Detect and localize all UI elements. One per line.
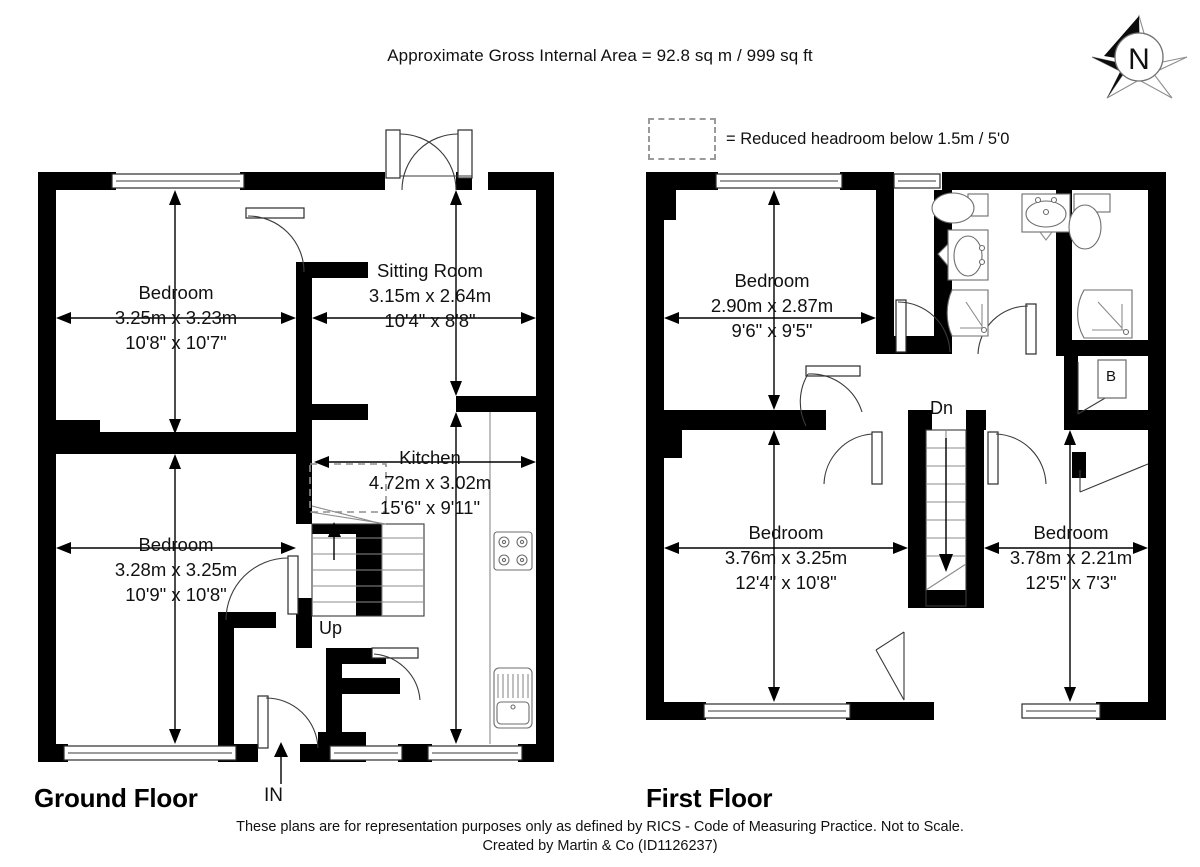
door-ground-entrance — [257, 695, 319, 749]
room-metric: 3.78m x 2.21m — [1009, 547, 1133, 568]
window-first-bath-top — [893, 173, 941, 189]
reduced-headroom-swatch-icon — [648, 118, 716, 160]
room-name: Bedroom — [1033, 522, 1109, 543]
footer-disclaimer: These plans are for representation purpo… — [236, 819, 964, 835]
window-first-bed1-top — [715, 173, 843, 189]
room-label-first-bedroom-3: Bedroom 3.78m x 2.21m 12'5" x 7'3" — [978, 520, 1164, 595]
window-ground-bed2-bottom — [63, 745, 237, 761]
footer: These plans are for representation purpo… — [0, 818, 1200, 856]
door-first-airing — [1079, 463, 1149, 493]
door-first-bathroom-left — [895, 299, 951, 353]
window-first-bed3-bottom — [1021, 703, 1101, 719]
door-ground-sitting-patio — [385, 129, 473, 191]
legend-label: = Reduced headroom below 1.5m / 5'0 — [726, 129, 1010, 148]
dimension-arrows-first — [664, 190, 1148, 702]
window-first-bed2-bottom — [703, 703, 851, 719]
kitchen-sink-icon — [493, 667, 533, 729]
room-name: Bedroom — [138, 534, 214, 555]
legend: = Reduced headroom below 1.5m / 5'0 — [648, 118, 1009, 160]
entrance-label: IN — [264, 785, 283, 806]
door-first-bedroom3 — [987, 431, 1047, 485]
window-ground-bed1-top — [111, 173, 245, 189]
room-metric: 3.28m x 3.25m — [114, 559, 238, 580]
door-first-bathroom-right — [977, 303, 1037, 355]
room-imperial: 10'4" x 8'8" — [384, 310, 476, 331]
room-metric: 4.72m x 3.02m — [368, 472, 492, 493]
room-metric: 2.90m x 2.87m — [710, 295, 834, 316]
door-ground-hall-kitchen — [371, 647, 421, 701]
gross-internal-area-text: Approximate Gross Internal Area = 92.8 s… — [387, 46, 813, 65]
room-metric: 3.15m x 2.64m — [368, 285, 492, 306]
room-name: Bedroom — [748, 522, 824, 543]
room-label-ground-kitchen: Kitchen 4.72m x 3.02m 15'6" x 9'11" — [330, 445, 530, 520]
room-name: Bedroom — [734, 270, 810, 291]
room-imperial: 15'6" x 9'11" — [379, 497, 481, 518]
room-label-ground-bedroom-1: Bedroom 3.25m x 3.23m 10'8" x 10'7" — [88, 280, 264, 355]
kitchen-hob-icon — [493, 531, 533, 571]
bathroom-right-fixtures — [1021, 193, 1133, 339]
door-first-landing-lower — [875, 631, 905, 701]
stairs-down-label: Dn — [930, 398, 954, 418]
bathroom-left-fixtures — [931, 192, 989, 337]
room-label-first-bedroom-2: Bedroom 3.76m x 3.25m 12'4" x 10'8" — [692, 520, 880, 595]
first-floor-title: First Floor — [646, 783, 773, 813]
room-label-first-bedroom-1: Bedroom 2.90m x 2.87m 9'6" x 9'5" — [680, 268, 864, 343]
stairs-up-label: Up — [319, 618, 343, 638]
door-first-bedroom1 — [799, 365, 863, 427]
first-floor-plan — [646, 172, 1166, 720]
room-name: Bedroom — [138, 282, 214, 303]
room-name: Kitchen — [399, 447, 461, 468]
room-imperial: 9'6" x 9'5" — [731, 320, 813, 341]
room-label-ground-sitting-room: Sitting Room 3.15m x 2.64m 10'4" x 8'8" — [332, 258, 528, 333]
room-imperial: 12'4" x 10'8" — [735, 572, 837, 593]
door-ground-bedroom1 — [245, 207, 305, 273]
room-label-ground-bedroom-2: Bedroom 3.28m x 3.25m 10'9" x 10'8" — [88, 532, 264, 607]
door-first-bedroom2 — [823, 431, 883, 485]
window-ground-kitchen-bottom — [329, 745, 523, 761]
room-name: Sitting Room — [377, 260, 483, 281]
cupboard-b-label: B — [1106, 368, 1117, 385]
room-metric: 3.25m x 3.23m — [114, 307, 238, 328]
room-metric: 3.76m x 3.25m — [724, 547, 848, 568]
ground-floor-title: Ground Floor — [34, 783, 198, 813]
stairs-up-ground — [311, 505, 425, 617]
room-imperial: 12'5" x 7'3" — [1025, 572, 1117, 593]
room-imperial: 10'9" x 10'8" — [125, 584, 227, 605]
footer-credit: Created by Martin & Co (ID1126237) — [482, 838, 718, 854]
room-imperial: 10'8" x 10'7" — [125, 332, 227, 353]
entrance-arrow-icon — [274, 742, 288, 784]
stairs-down-first — [925, 429, 967, 607]
